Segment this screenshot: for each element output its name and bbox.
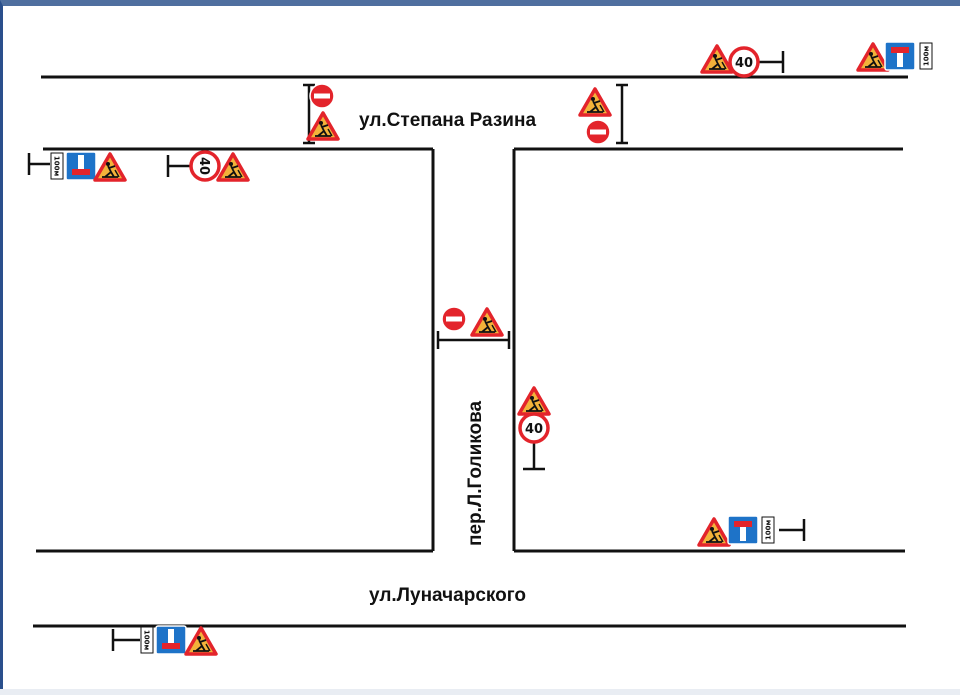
street-label-bottom: ул.Луначарского (369, 585, 526, 606)
dead-end-icon (884, 41, 916, 71)
svg-text:100м: 100м (923, 46, 931, 67)
road-works-warning-icon (856, 42, 890, 72)
road-works-warning-icon (578, 87, 612, 117)
barrier-lane (436, 331, 511, 349)
svg-text:40: 40 (196, 157, 211, 175)
road-works-warning-icon (93, 152, 127, 182)
road-works-warning-icon (306, 111, 340, 141)
distance-plate-icon: 100м (919, 42, 933, 70)
dead-end-icon (65, 151, 97, 181)
svg-text:100м: 100м (143, 630, 151, 651)
barrier-top-right (616, 83, 628, 145)
road-works-warning-icon (697, 517, 731, 547)
speed-limit-icon: 40 (518, 412, 550, 444)
no-entry-icon (309, 83, 335, 109)
dead-end-icon (155, 625, 187, 655)
no-entry-icon (441, 306, 467, 332)
sign-post-icon (759, 51, 785, 73)
road-works-warning-icon (470, 307, 504, 337)
street-label-vertical: пер.Л.Голикова (465, 400, 486, 546)
speed-limit-icon: 40 (189, 150, 221, 182)
svg-text:40: 40 (735, 56, 753, 71)
sign-post-icon (27, 153, 50, 175)
road-works-warning-icon (184, 626, 218, 656)
road-lines (33, 75, 908, 628)
svg-text:100м: 100м (53, 156, 61, 177)
svg-text:40: 40 (525, 422, 543, 437)
street-label-top: ул.Степана Разина (359, 110, 536, 131)
sign-post-icon (523, 442, 545, 471)
sign-post-icon (111, 629, 140, 651)
dead-end-icon (727, 515, 759, 545)
barrier-top-left (303, 83, 315, 145)
no-entry-icon (585, 119, 611, 145)
road-works-warning-icon (216, 152, 250, 182)
road-works-warning-icon (700, 44, 734, 74)
distance-plate-icon: 100м (140, 626, 154, 654)
traffic-scheme: ул.Степана Разина ул.Луначарского пер.Л.… (27, 41, 933, 656)
sign-post-icon (166, 155, 191, 177)
speed-limit-icon: 40 (728, 46, 760, 78)
road-works-warning-icon (517, 386, 551, 416)
distance-plate-icon: 100м (761, 516, 775, 544)
svg-text:100м: 100м (765, 520, 773, 541)
distance-plate-icon: 100м (50, 152, 64, 180)
sign-post-icon (779, 519, 806, 541)
